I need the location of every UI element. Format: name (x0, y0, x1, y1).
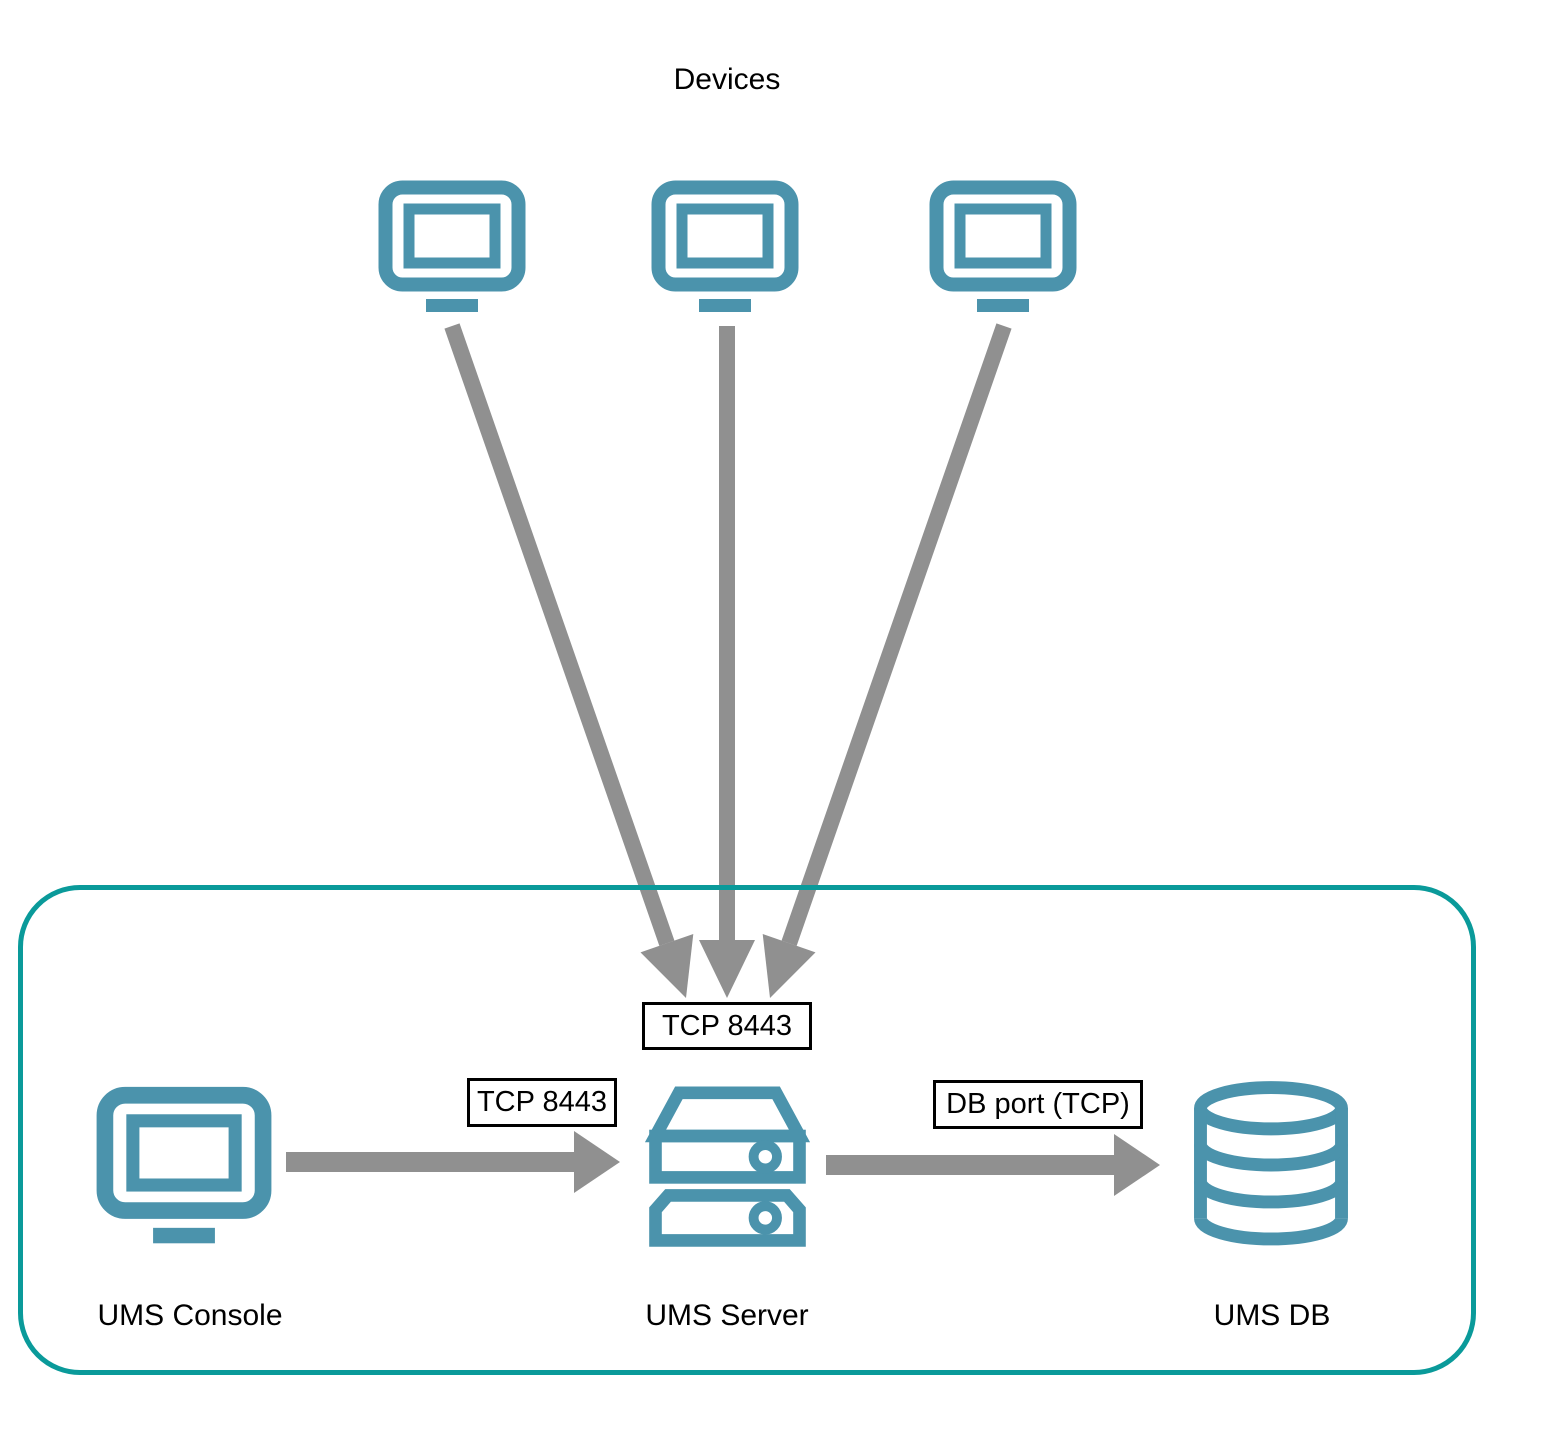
ums-server-label: UMS Server (645, 1299, 809, 1332)
arrow-device3-to-server (762, 323, 1012, 998)
devices-group-label: Devices (673, 63, 781, 96)
arrow-console-to-server (286, 1131, 620, 1193)
device-monitor-icon (378, 180, 526, 312)
port-label-server-to-db: DB port (TCP) (933, 1080, 1143, 1129)
ums-console-monitor-icon (96, 1086, 272, 1244)
arrow-device1-to-server (444, 323, 694, 998)
ums-console-label: UMS Console (97, 1299, 283, 1332)
arrow-device2-to-server (699, 326, 755, 998)
device-monitor-icon (929, 180, 1077, 312)
port-label-console-to-server: TCP 8443 (467, 1078, 617, 1127)
ums-db-label: UMS DB (1213, 1299, 1331, 1332)
ums-server-stack-icon (644, 1086, 811, 1247)
ums-db-database-icon (1194, 1081, 1348, 1246)
arrow-server-to-db (826, 1134, 1160, 1196)
ums-zone-boundary (18, 885, 1476, 1375)
device-monitor-icon (651, 180, 799, 312)
port-label-devices-to-server: TCP 8443 (642, 1002, 812, 1050)
